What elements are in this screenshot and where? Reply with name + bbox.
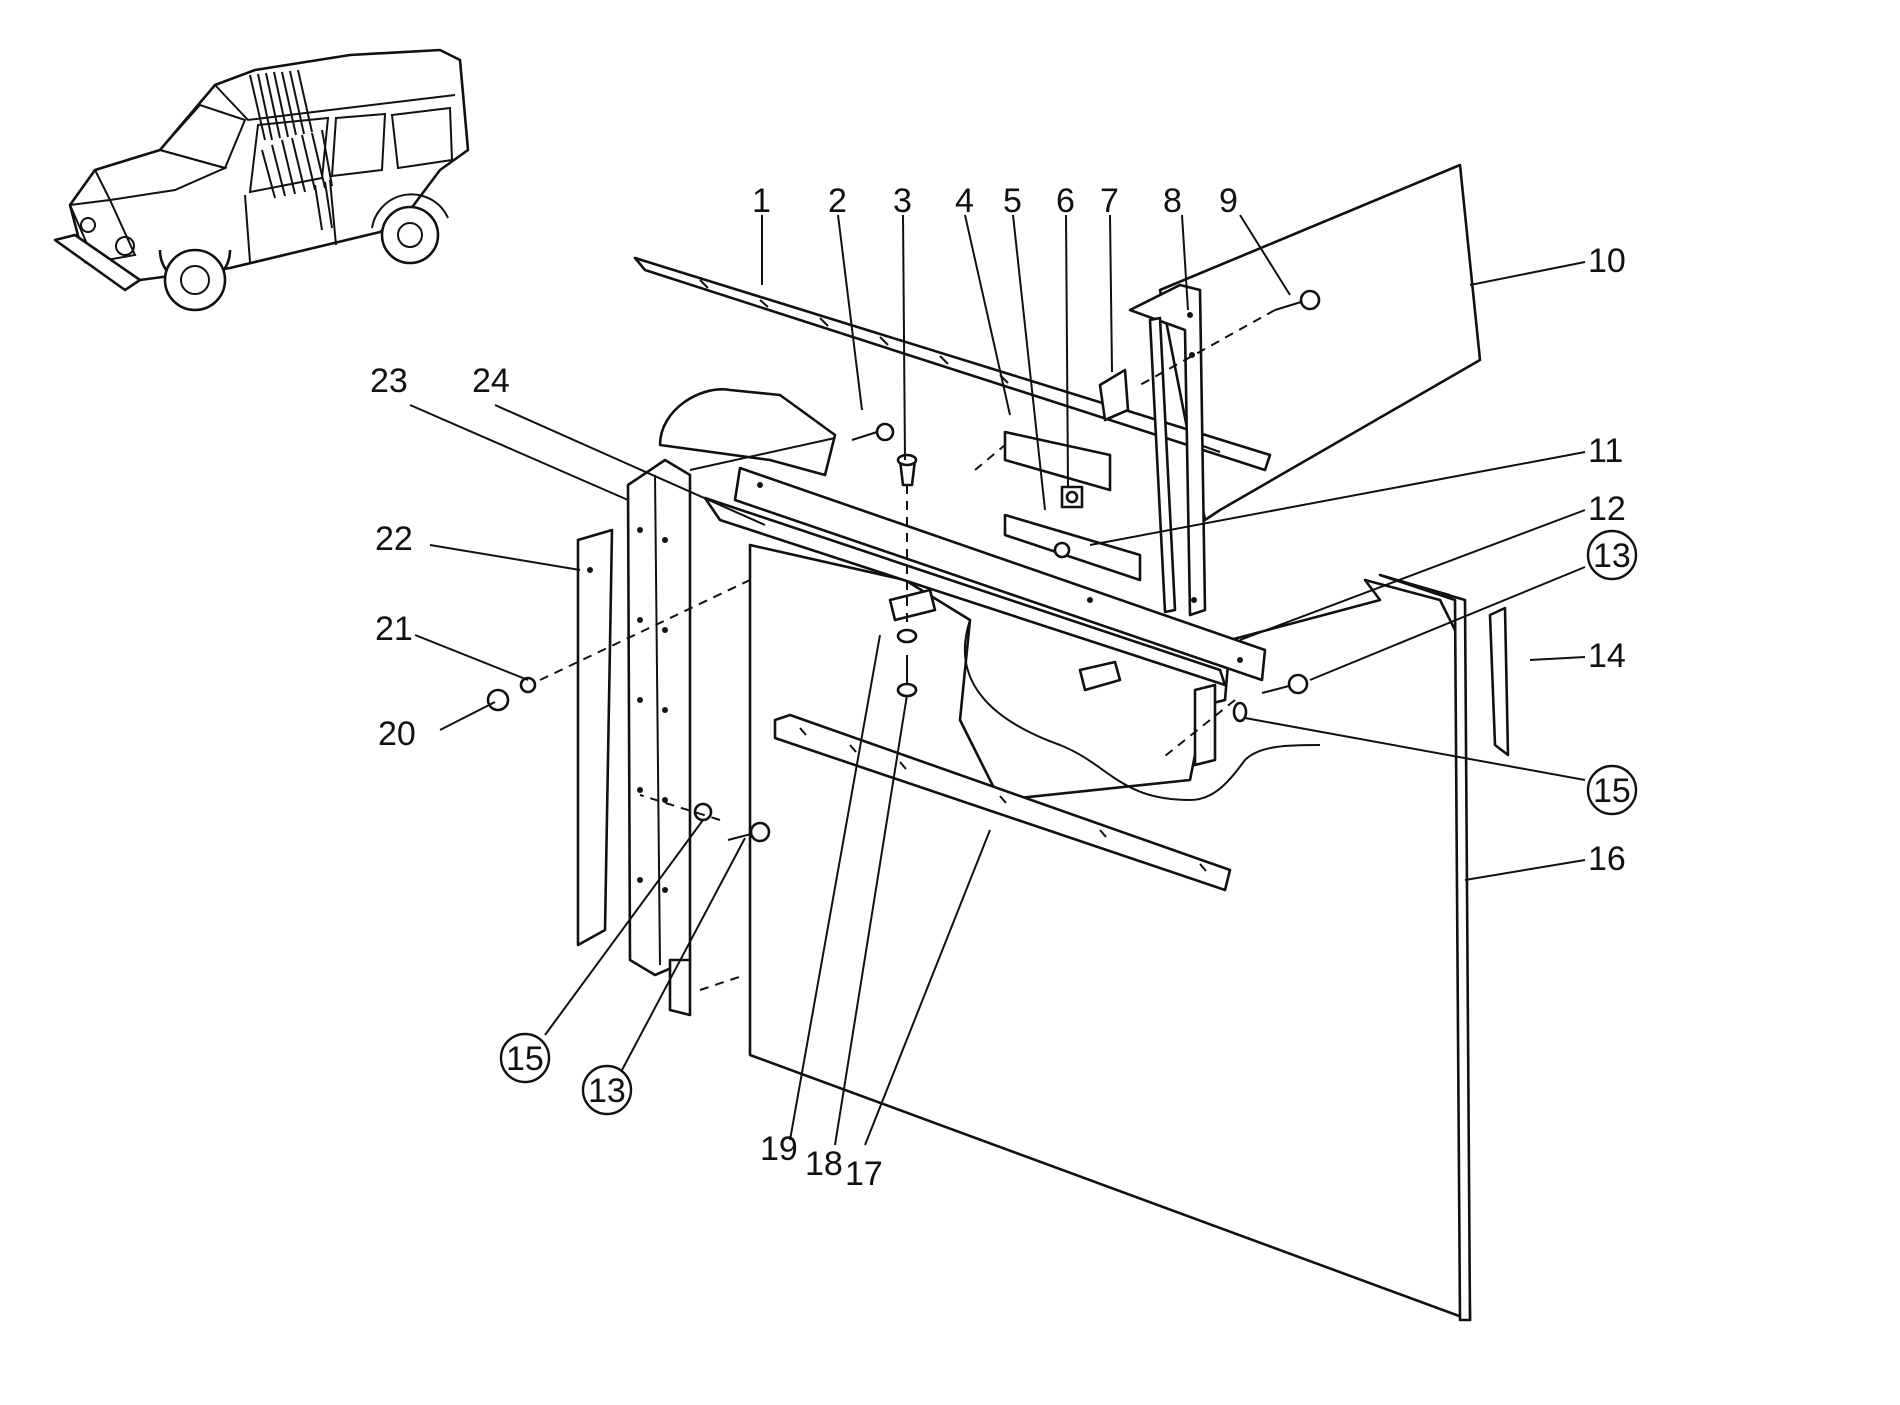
callout-23: 23 <box>370 362 408 400</box>
screw-13-right <box>1261 673 1309 695</box>
callout-17: 17 <box>845 1155 883 1193</box>
cowl-piece <box>658 388 837 477</box>
bracket-5 <box>1003 513 1142 582</box>
callout-9: 9 <box>1219 182 1238 220</box>
callout-4: 4 <box>955 182 974 220</box>
seal-strip-14 <box>1488 606 1510 757</box>
rear-panel-10 <box>1158 163 1482 522</box>
post-8-face <box>1148 316 1177 614</box>
callout-1: 1 <box>752 182 771 220</box>
washer-15-right <box>1232 701 1248 723</box>
callout-20: 20 <box>378 715 416 753</box>
callout-6: 6 <box>1056 182 1075 220</box>
callout-7: 7 <box>1100 182 1119 220</box>
panel-16 <box>748 543 1472 1322</box>
leader-lines <box>409 214 1586 1146</box>
bracket-7 <box>1098 368 1130 422</box>
callout-15-left: 15 <box>506 1040 544 1078</box>
washer-21 <box>519 676 537 694</box>
callout-18: 18 <box>805 1145 843 1183</box>
callout-2: 2 <box>828 182 847 220</box>
callout-13-right: 13 <box>1593 537 1631 575</box>
callout-22: 22 <box>375 520 413 558</box>
callout-3: 3 <box>893 182 912 220</box>
callout-24: 24 <box>472 362 510 400</box>
callout-8: 8 <box>1163 182 1182 220</box>
callout-21: 21 <box>375 610 413 648</box>
nut-20 <box>486 688 510 712</box>
callout-10: 10 <box>1588 242 1626 280</box>
callout-16: 16 <box>1588 840 1626 878</box>
horizontal-beam-12 <box>733 466 1267 682</box>
beam-foot-left <box>888 588 937 622</box>
vehicle-thumbnail-illustration <box>53 48 470 312</box>
panel-16-edge <box>1378 573 1472 1322</box>
callout-12: 12 <box>1588 490 1626 528</box>
screw-11 <box>1053 541 1071 559</box>
callout-11: 11 <box>1588 432 1623 470</box>
lower-tab <box>668 958 692 1017</box>
bracket-4 <box>1003 430 1112 492</box>
callout-14: 14 <box>1588 637 1626 675</box>
lower-strip-17 <box>773 713 1232 892</box>
seal-strip-22 <box>576 528 614 947</box>
screw-9 <box>1274 289 1321 311</box>
beam-foot-right <box>1078 660 1122 692</box>
callout-5: 5 <box>1003 182 1022 220</box>
lower-rail <box>703 496 1227 687</box>
post-8 <box>1128 283 1207 617</box>
cutout-outline <box>964 619 1321 802</box>
callout-15-right: 15 <box>1593 772 1631 810</box>
screw-13-left <box>727 821 771 843</box>
pin-3 <box>896 453 918 487</box>
callout-19: 19 <box>760 1130 798 1168</box>
callout-13-left: 13 <box>588 1072 626 1110</box>
screw-2 <box>851 422 895 442</box>
washer-19 <box>896 628 918 644</box>
